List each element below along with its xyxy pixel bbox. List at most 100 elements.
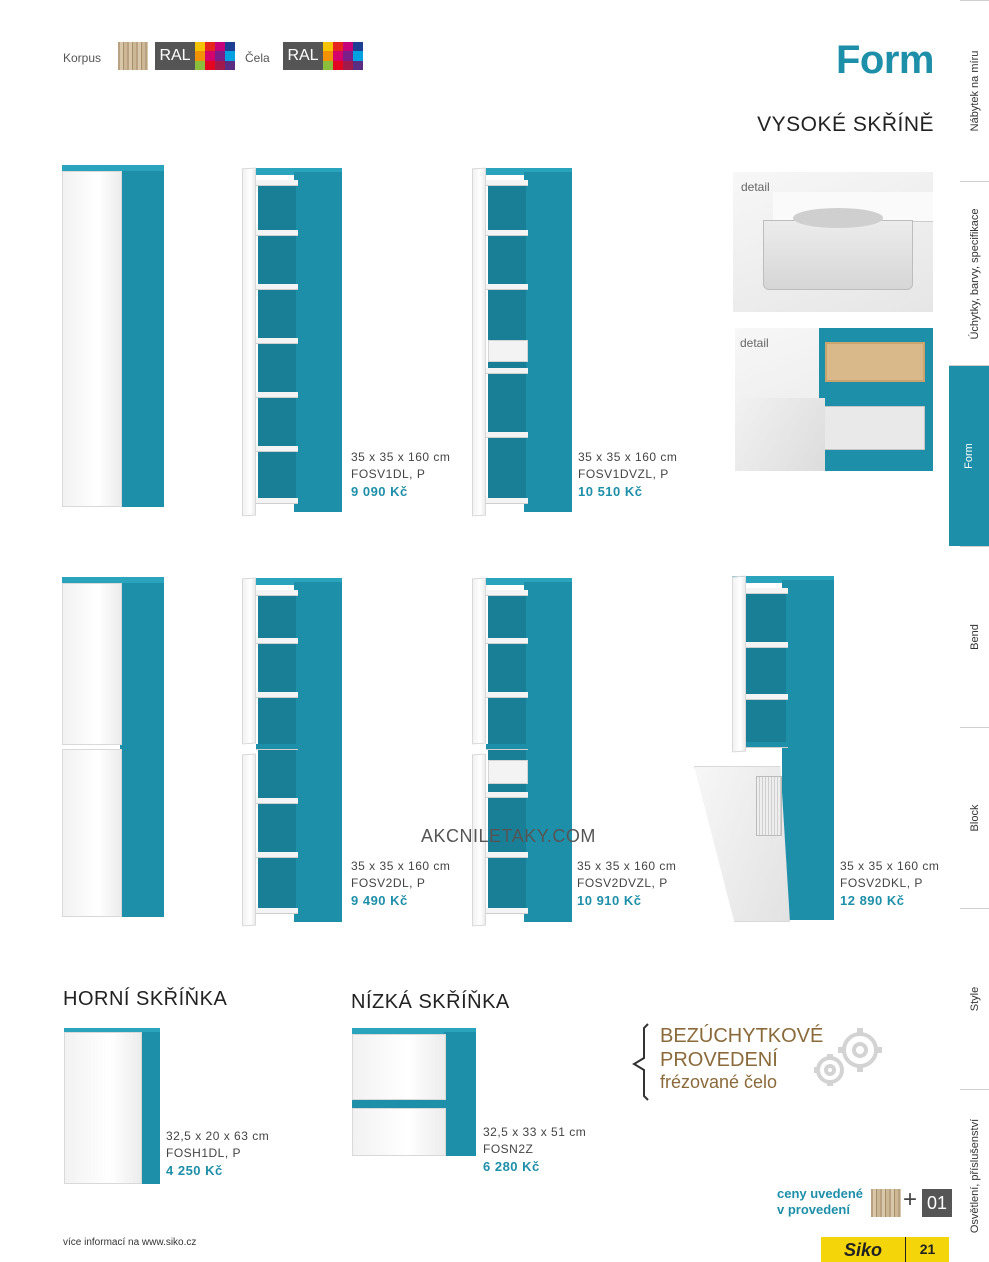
product-dims: 35 x 35 x 160 cm (351, 450, 451, 464)
siko-logo: Siko (821, 1237, 905, 1262)
cabinet-fosv2dl-open (242, 577, 342, 927)
side-tab-block[interactable]: Block (960, 727, 989, 908)
side-tab-label: Block (968, 804, 981, 832)
product-price: 12 890 Kč (840, 893, 905, 908)
ral-color-cell (225, 60, 235, 70)
korpus-ral-swatch: RAL (155, 42, 235, 70)
product-info-fosh1dl: 32,5 x 20 x 63 cm FOSH1DL, P 4 250 Kč (166, 1128, 269, 1179)
product-dims: 32,5 x 33 x 51 cm (483, 1125, 587, 1139)
product-info-fosn2z: 32,5 x 33 x 51 cm FOSN2Z 6 280 Kč (483, 1124, 586, 1175)
product-code: FOSV2DVZL, P (577, 876, 668, 890)
product-dims: 35 x 35 x 160 cm (840, 859, 940, 873)
brand-title: Form (836, 38, 935, 82)
ral-color-cell (333, 51, 343, 61)
color-code-badge: 01 (922, 1189, 952, 1217)
side-tab-label: Osvětlení, příslušenství (968, 1118, 981, 1234)
detail-photo-drawer-insert: detail (735, 328, 933, 471)
page-number-box: 21 (905, 1237, 949, 1262)
cabinet-fosv1dl-open (242, 167, 342, 517)
ral-color-cell (323, 42, 333, 52)
product-code: FOSV1DL, P (351, 467, 426, 481)
cabinet-fosv2dl-closed (62, 577, 164, 917)
ral-color-cell (353, 42, 363, 52)
side-tab-bend[interactable]: Bend (960, 546, 989, 727)
side-tab-uchytky[interactable]: Úchytky, barvy, specifikace (960, 181, 989, 365)
page-number: 21 (919, 1241, 936, 1257)
cabinet-fosv1dvzl-open (472, 167, 572, 517)
ral-color-grid (195, 42, 235, 70)
feature-line-2: PROVEDENÍ (660, 1049, 778, 1071)
prices-note-line-2: v provedení (777, 1202, 850, 1217)
side-tab-label: Nábytek na míru (968, 50, 981, 132)
detail-label: detail (740, 336, 769, 350)
product-info-fosv2dkl: 35 x 35 x 160 cm FOSV2DKL, P 12 890 Kč (840, 858, 939, 909)
cela-label: Čela (245, 51, 270, 65)
low-cabinet-title: NÍZKÁ SKŘÍŇKA (351, 991, 510, 1013)
gears-icon (814, 1028, 882, 1086)
product-info-fosv2dl: 35 x 35 x 160 cm FOSV2DL, P 9 490 Kč (351, 858, 450, 909)
product-code: FOSV1DVZL, P (578, 467, 669, 481)
ral-color-cell (333, 60, 343, 70)
product-code: FOSN2Z (483, 1142, 534, 1156)
side-tab-label: Form (963, 443, 975, 469)
section-title: VYSOKÉ SKŘÍNĚ (757, 113, 934, 136)
side-tab-style[interactable]: Style (960, 908, 989, 1089)
ral-color-cell (225, 42, 235, 52)
side-tab-osvetleni[interactable]: Osvětlení, příslušenství (960, 1089, 989, 1262)
ral-color-cell (343, 60, 353, 70)
ral-label: RAL (159, 47, 191, 64)
cabinet-fosh1dl (64, 1028, 160, 1184)
cabinet-fosv1dl-closed (62, 165, 164, 507)
product-price: 6 280 Kč (483, 1159, 540, 1174)
korpus-wood-swatch (118, 42, 148, 70)
feature-line-3: frézované čelo (660, 1072, 778, 1092)
watermark: AKCNILETAKY.COM (421, 826, 596, 846)
ral-color-cell (215, 51, 225, 61)
side-tab-label: Style (968, 986, 981, 1012)
cela-ral-swatch: RAL (283, 42, 363, 70)
product-info-fosv1dl: 35 x 35 x 160 cm FOSV1DL, P 9 090 Kč (351, 449, 450, 500)
ral-color-cell (353, 51, 363, 61)
feature-line-1: BEZÚCHYTKOVÉ (660, 1025, 824, 1047)
feature-callout: BEZÚCHYTKOVÉ PROVEDENÍ frézované čelo (660, 1024, 823, 1093)
ral-color-cell (215, 42, 225, 52)
ral-color-cell (195, 42, 205, 52)
cabinet-fosn2z (352, 1028, 476, 1156)
product-info-fosv1dvzl: 35 x 35 x 160 cm FOSV1DVZL, P 10 510 Kč (578, 449, 677, 500)
plus-sign: + (903, 1186, 918, 1213)
price-wood-swatch (871, 1189, 901, 1217)
ral-label: RAL (287, 47, 319, 64)
side-tab-nabytek-na-miru[interactable]: Nábytek na míru (960, 0, 989, 181)
ral-color-cell (195, 60, 205, 70)
product-price: 10 910 Kč (577, 893, 642, 908)
ral-color-cell (195, 51, 205, 61)
product-dims: 32,5 x 20 x 63 cm (166, 1129, 270, 1143)
upper-cabinet-title: HORNÍ SKŘÍŇKA (63, 988, 228, 1010)
ral-color-cell (353, 60, 363, 70)
product-info-fosv2dvzl: 35 x 35 x 160 cm FOSV2DVZL, P 10 910 Kč (577, 858, 676, 909)
ral-color-cell (215, 60, 225, 70)
prices-note: ceny uvedené v provedení (777, 1186, 863, 1218)
ral-color-cell (323, 51, 333, 61)
product-price: 9 490 Kč (351, 893, 408, 908)
ral-color-cell (333, 42, 343, 52)
ral-color-grid (323, 42, 363, 70)
product-code: FOSV2DL, P (351, 876, 426, 890)
product-price: 9 090 Kč (351, 484, 408, 499)
product-code: FOSV2DKL, P (840, 876, 923, 890)
ral-color-cell (225, 51, 235, 61)
product-dims: 35 x 35 x 160 cm (577, 859, 677, 873)
side-tab-label: Úchytky, barvy, specifikace (968, 207, 981, 340)
product-price: 4 250 Kč (166, 1163, 223, 1178)
ral-color-cell (323, 60, 333, 70)
product-dims: 35 x 35 x 160 cm (578, 450, 678, 464)
ral-color-cell (343, 42, 353, 52)
side-tab-form[interactable]: Form (949, 365, 989, 546)
ral-color-cell (343, 51, 353, 61)
prices-note-line-1: ceny uvedené (777, 1186, 863, 1201)
side-tab-label: Bend (968, 624, 981, 650)
ral-color-cell (205, 51, 215, 61)
ral-color-cell (205, 60, 215, 70)
detail-label: detail (741, 180, 770, 194)
brace-icon (632, 1023, 649, 1101)
